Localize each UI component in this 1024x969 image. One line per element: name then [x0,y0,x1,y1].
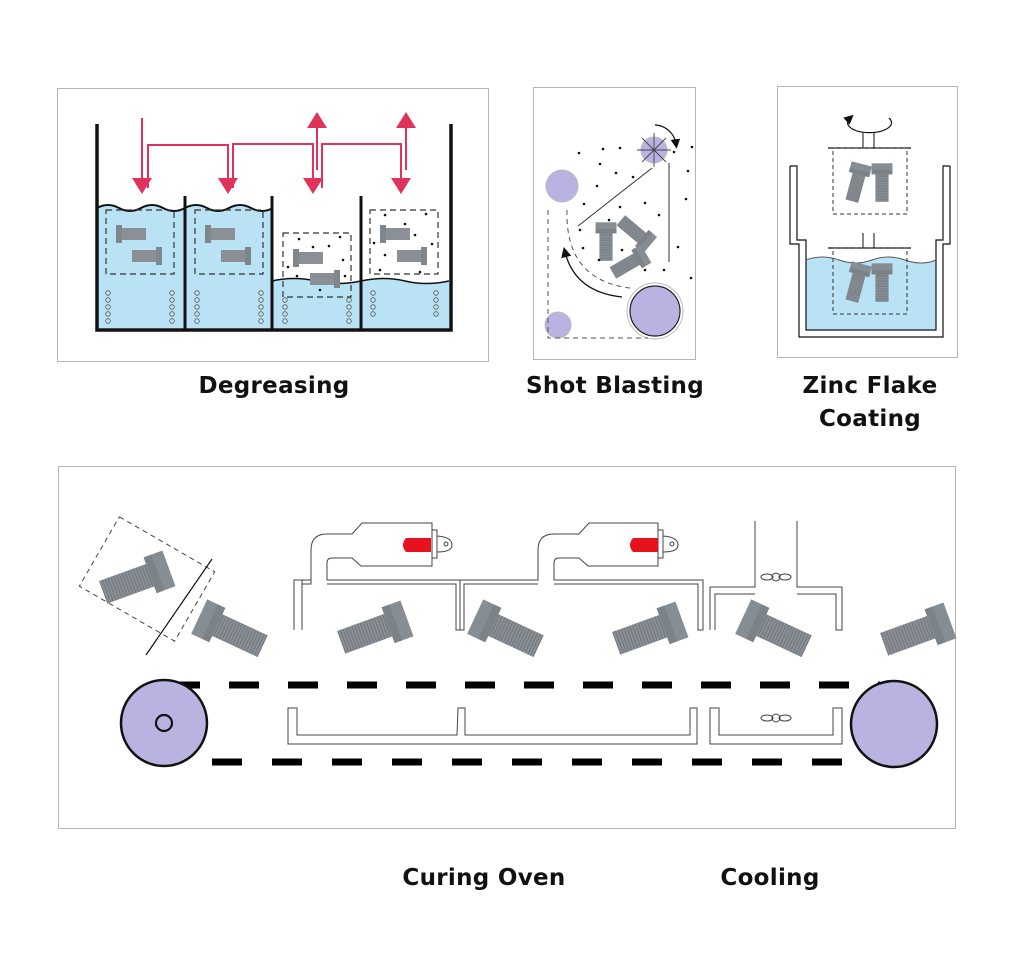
conveyor-panel [58,466,956,829]
heater-element-2 [630,538,658,552]
curing-oven-top [293,522,704,631]
conveyor-roller-left [119,678,209,768]
cooling-bottom [709,707,843,745]
shot-blasting-label: Shot Blasting [526,373,704,399]
cooling-top [709,521,843,631]
curing-oven-bottom [287,707,698,745]
cooling-label: Cooling [720,865,820,891]
conveyor-roller-right [849,679,939,769]
degreasing-label: Degreasing [198,373,350,399]
zinc-flake-coater [789,114,951,338]
zinc-flake-coating-label-line2: Coating [818,406,922,432]
curing-oven-label: Curing Oven [402,865,566,891]
zinc-flake-coating-label-line1: Zinc Flake [802,373,938,399]
shot-blasting-machine [544,124,694,340]
conveyor-line [78,516,957,769]
degreasing-tank [95,112,453,332]
heater-element-1 [403,538,431,552]
